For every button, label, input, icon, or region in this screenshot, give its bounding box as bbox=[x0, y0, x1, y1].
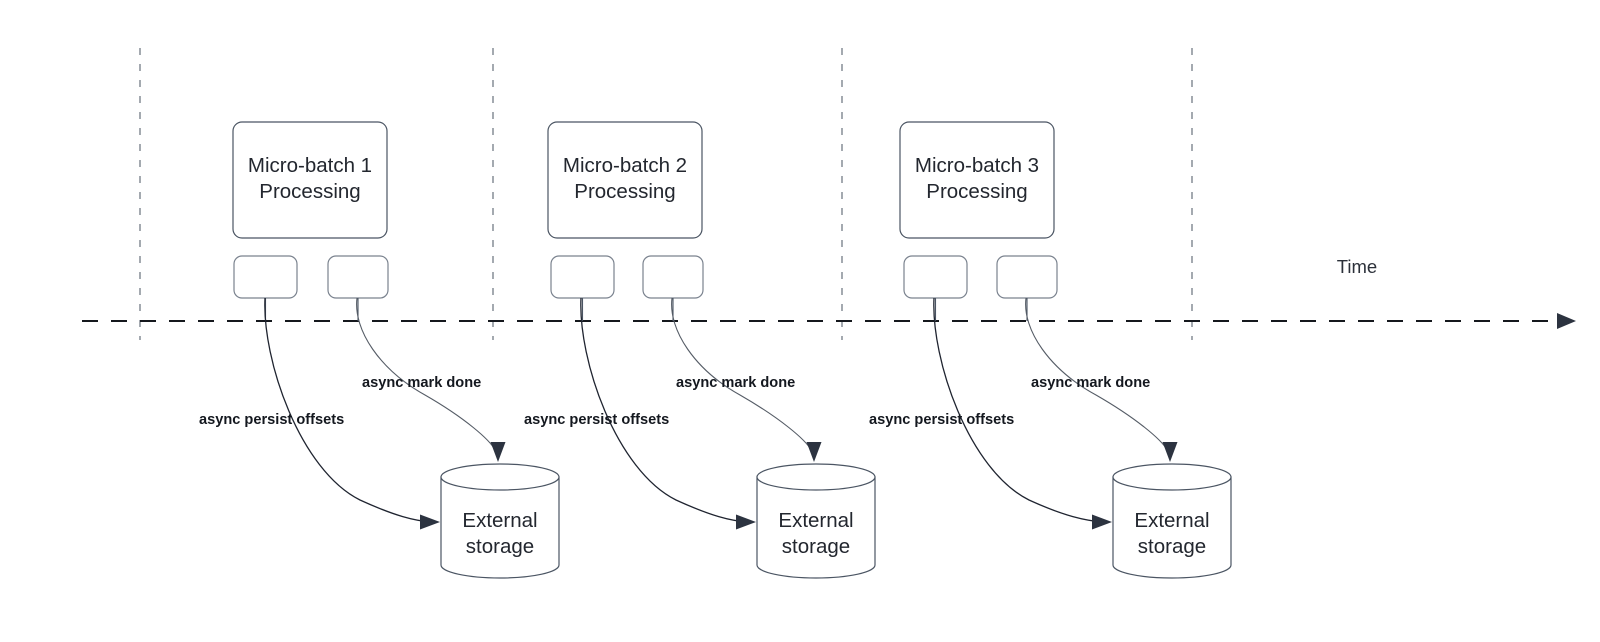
micro-batch-box-label-line1: Micro-batch 3 bbox=[915, 154, 1039, 177]
group-3-async-mark-done-arrow-icon bbox=[1162, 442, 1178, 462]
group-3-task-slot-a[interactable] bbox=[903, 255, 968, 299]
micro-batch-groups: Micro-batch 1 Processing async persist off… bbox=[199, 121, 1232, 579]
storage-cylinder-body bbox=[756, 476, 876, 579]
group-2-async-mark-done-label: async mark done bbox=[676, 375, 795, 391]
micro-batch-box[interactable]: Micro-batch 1 Processing bbox=[232, 121, 388, 239]
storage-cylinder-body bbox=[440, 476, 560, 579]
group-2: Micro-batch 2 Processing async persist off… bbox=[524, 121, 876, 579]
group-3-task-slot-b[interactable] bbox=[996, 255, 1058, 299]
storage-label-line1: External bbox=[1134, 509, 1209, 532]
group-1-async-mark-done-curve bbox=[356, 297, 496, 451]
group-1-async-persist-offsets-label: async persist offsets bbox=[199, 412, 344, 428]
group-3-async-persist-offsets-arrow-icon bbox=[1092, 514, 1112, 530]
time-axis-arrow-icon bbox=[1557, 313, 1576, 329]
group-1-task-slot-a[interactable] bbox=[233, 255, 298, 299]
group-2-task-slot-a[interactable] bbox=[550, 255, 615, 299]
storage-cylinder-body bbox=[1112, 476, 1232, 579]
micro-batch-box-label-line1: Micro-batch 1 bbox=[248, 154, 372, 177]
group-1-async-persist-offsets-arrow-icon bbox=[420, 514, 440, 530]
group-2-external-storage[interactable]: External storage bbox=[756, 463, 876, 579]
group-3-external-storage[interactable]: External storage bbox=[1112, 463, 1232, 579]
timeline-tick-marks bbox=[139, 48, 1193, 340]
storage-label-line2: storage bbox=[1138, 535, 1206, 558]
group-1-external-storage[interactable]: External storage bbox=[440, 463, 560, 579]
group-2-async-mark-done-arrow-icon bbox=[806, 442, 822, 462]
group-3: Micro-batch 3 Processing async persist off… bbox=[869, 121, 1232, 579]
group-2-async-mark-done-curve bbox=[671, 297, 812, 451]
micro-batch-box-shape bbox=[899, 121, 1055, 239]
time-axis: Time bbox=[82, 256, 1576, 329]
group-3-async-persist-offsets-label: async persist offsets bbox=[869, 412, 1014, 428]
group-1-async-mark-done-arrow-icon bbox=[490, 442, 506, 462]
group-3-async-mark-done-label: async mark done bbox=[1031, 375, 1150, 391]
micro-batch-box-shape bbox=[547, 121, 703, 239]
storage-label-line1: External bbox=[778, 509, 853, 532]
micro-batch-box-shape bbox=[232, 121, 388, 239]
micro-batch-box-label-line2: Processing bbox=[259, 180, 360, 203]
time-axis-label: Time bbox=[1337, 256, 1377, 277]
storage-cylinder-top bbox=[440, 463, 560, 491]
group-2-async-persist-offsets-arrow-icon bbox=[736, 514, 756, 530]
group-2-task-slot-b[interactable] bbox=[642, 255, 704, 299]
storage-label-line2: storage bbox=[782, 535, 850, 558]
storage-label-line1: External bbox=[462, 509, 537, 532]
group-3-async-persist-offsets-curve bbox=[933, 297, 1105, 523]
storage-label-line2: storage bbox=[466, 535, 534, 558]
group-3-async-mark-done-curve bbox=[1025, 297, 1168, 451]
storage-cylinder-top bbox=[1112, 463, 1232, 491]
group-2-async-persist-offsets-curve bbox=[580, 297, 749, 523]
group-1-async-persist-offsets-curve bbox=[264, 297, 433, 523]
group-1-async-mark-done-label: async mark done bbox=[362, 375, 481, 391]
micro-batch-box-label-line1: Micro-batch 2 bbox=[563, 154, 687, 177]
group-2-async-persist-offsets-label: async persist offsets bbox=[524, 412, 669, 428]
micro-batch-box[interactable]: Micro-batch 3 Processing bbox=[899, 121, 1055, 239]
storage-cylinder-top bbox=[756, 463, 876, 491]
micro-batch-box-label-line2: Processing bbox=[574, 180, 675, 203]
group-1: Micro-batch 1 Processing async persist off… bbox=[199, 121, 560, 579]
micro-batch-box-label-line2: Processing bbox=[926, 180, 1027, 203]
micro-batch-box[interactable]: Micro-batch 2 Processing bbox=[547, 121, 703, 239]
group-1-task-slot-b[interactable] bbox=[327, 255, 389, 299]
